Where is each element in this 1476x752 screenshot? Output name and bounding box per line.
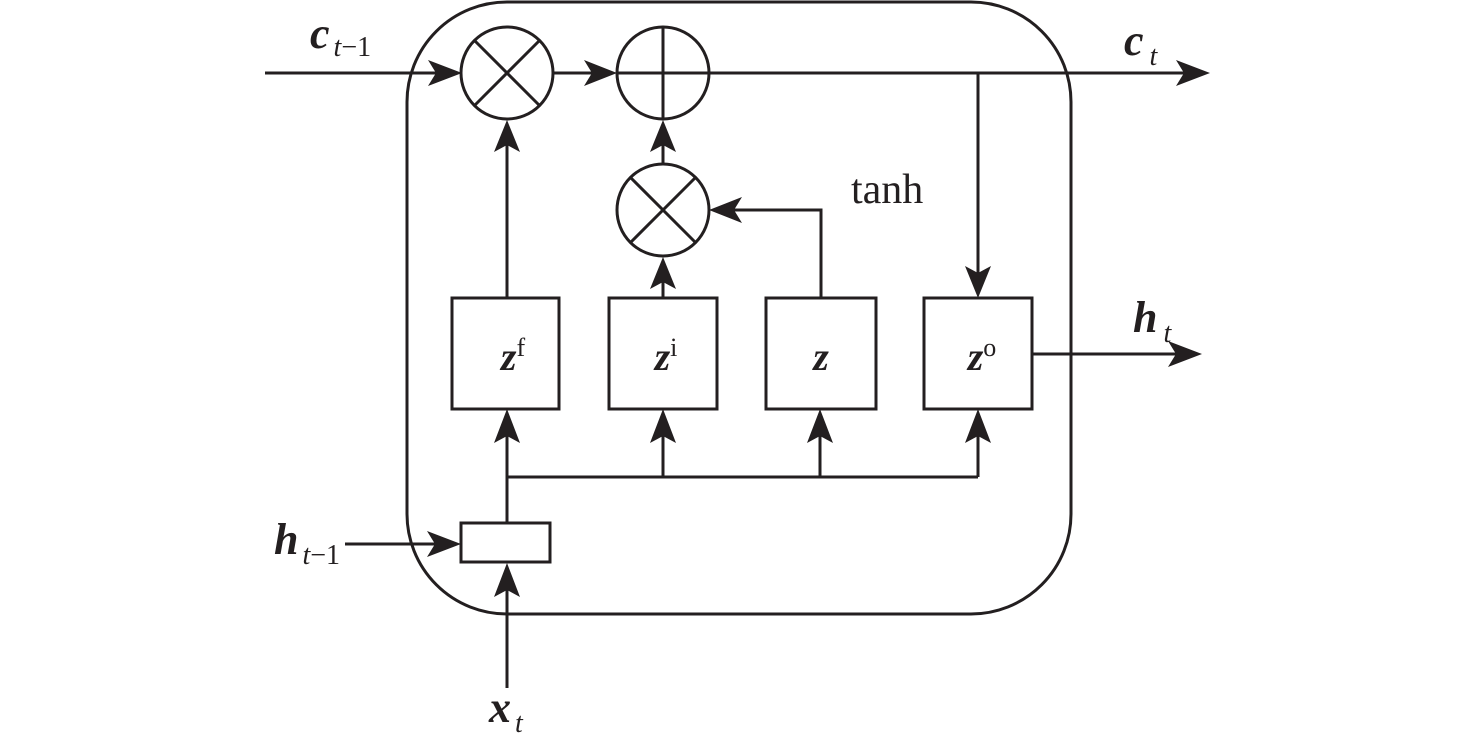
input-multiply-node: [615, 162, 711, 258]
input-bus-line: [505, 475, 978, 523]
forget-multiply-node: [459, 25, 555, 121]
gate-forget: zf: [450, 296, 561, 411]
arrowhead: [650, 409, 676, 443]
arrowhead: [1168, 341, 1202, 367]
arrowhead: [494, 409, 520, 443]
arrowhead: [494, 563, 520, 597]
arrowhead: [965, 266, 991, 298]
concat-box: [459, 521, 552, 564]
cell-add-node: [615, 25, 711, 121]
tanh-label: tanh: [851, 167, 923, 213]
cell-boundary: [405, 0, 1073, 616]
arrowhead: [494, 120, 520, 152]
svg-text:zo: zo: [966, 333, 997, 379]
arrowhead: [427, 531, 461, 557]
arrowhead: [584, 60, 617, 86]
candidate-line: [716, 208, 823, 298]
gate-candidate: z: [764, 296, 878, 411]
arrowhead: [428, 60, 462, 86]
svg-text:zi: zi: [653, 333, 678, 379]
arrowhead: [650, 120, 676, 152]
arrowhead: [1176, 60, 1210, 86]
svg-text:z: z: [811, 334, 829, 379]
svg-text:zf: zf: [499, 333, 526, 379]
arrowhead: [709, 197, 742, 223]
arrowhead: [965, 409, 991, 443]
gate-input: zi: [607, 296, 719, 411]
arrowhead: [807, 409, 833, 443]
arrowhead: [650, 257, 676, 289]
gate-output: zo: [922, 296, 1034, 411]
